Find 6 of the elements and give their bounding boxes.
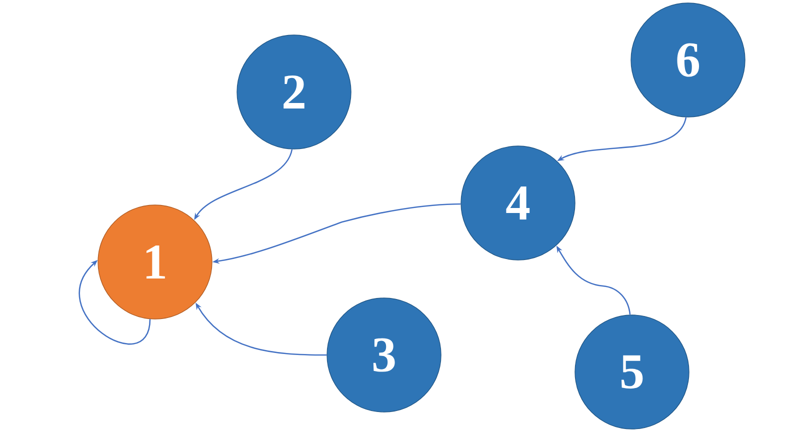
circle-node: 3 [326,298,442,412]
circle-node: 6 [630,2,746,118]
circle-node: 4 [460,146,576,260]
circle-node: 1 [98,204,212,320]
circle-node: 2 [236,34,352,150]
circle-node: 5 [574,314,690,430]
